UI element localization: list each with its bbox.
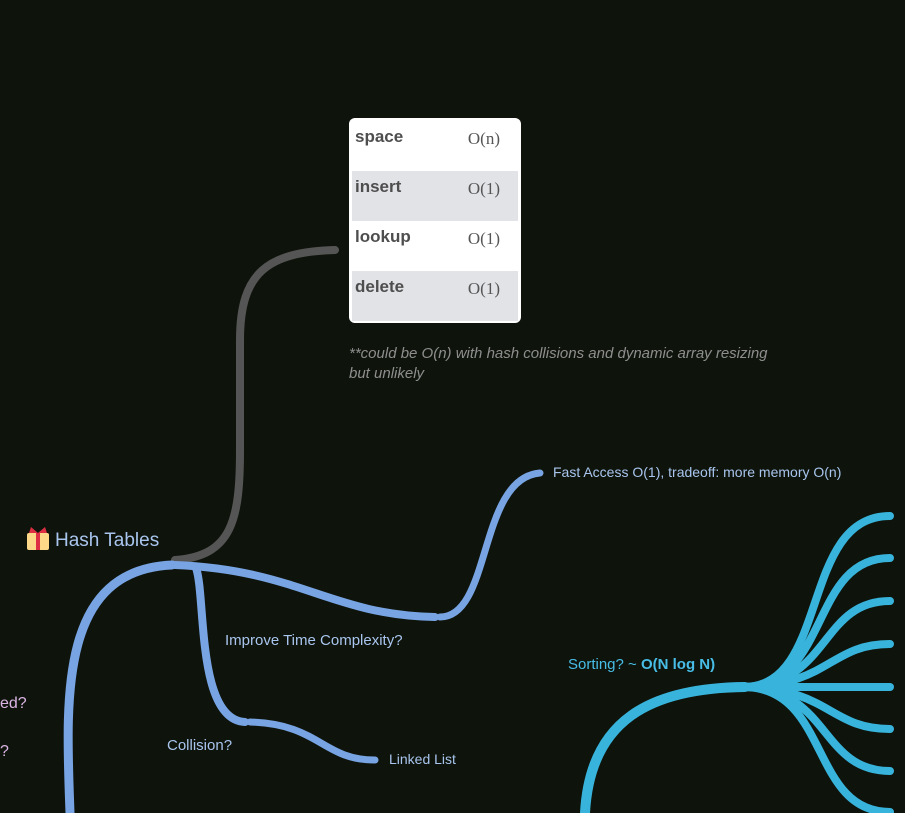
sorting-fan <box>741 512 894 813</box>
table-row: lookup O(1) <box>352 221 518 271</box>
op-name: space <box>355 127 404 146</box>
sorting-complexity: O(N log N) <box>640 656 716 673</box>
op-name: insert <box>355 177 402 196</box>
root-node-hash-tables[interactable]: Hash Tables <box>55 530 160 551</box>
op-complexity: O(1) <box>467 279 500 298</box>
table-row: delete O(1) <box>352 271 518 321</box>
gift-icon <box>27 527 49 550</box>
link-sorting <box>580 682 750 813</box>
sorting-label: Sorting? ~ <box>568 656 641 673</box>
link-fast-access <box>436 469 544 621</box>
node-fast-access[interactable]: Fast Access O(1), tradeoff: more memory … <box>553 464 842 480</box>
op-name: lookup <box>355 227 411 246</box>
link-table <box>171 246 339 564</box>
link-root-parent <box>63 560 177 813</box>
op-name: delete <box>355 277 405 296</box>
table-row: space O(n) <box>352 121 518 171</box>
link-improve <box>171 561 439 621</box>
node-left-partial-1[interactable]: ed? <box>0 695 27 712</box>
node-collision[interactable]: Collision? <box>167 737 233 754</box>
op-complexity: O(n) <box>467 129 500 148</box>
link-linked-list <box>246 718 379 764</box>
link-collision <box>192 564 249 726</box>
op-complexity: O(1) <box>467 179 500 198</box>
node-improve-time-complexity[interactable]: Improve Time Complexity? <box>225 632 403 649</box>
node-linked-list[interactable]: Linked List <box>389 751 456 767</box>
op-complexity: O(1) <box>467 229 500 248</box>
table-note: **could be O(n) with hash collisions and… <box>349 345 768 382</box>
node-sorting[interactable]: Sorting? ~ O(N log N) <box>568 656 715 673</box>
node-left-partial-2[interactable]: ? <box>0 743 9 760</box>
table-row: insert O(1) <box>352 171 518 221</box>
